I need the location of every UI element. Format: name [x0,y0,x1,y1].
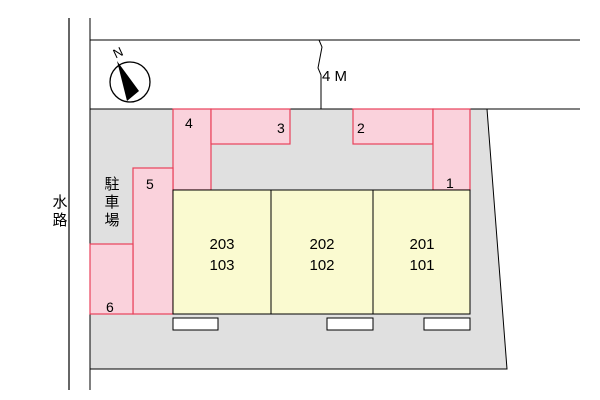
unit-block-203-103 [172,189,272,315]
parking-number-6: 6 [106,299,114,315]
parking-space-4 [172,108,212,191]
unit-number-103: 103 [209,257,234,274]
waterway-label: 水路 [52,193,68,229]
unit-block-202-102 [270,189,374,315]
entrance-step-103 [172,317,219,331]
parking-space-1 [432,108,471,191]
parking-number-5: 5 [146,176,154,192]
parking-space-2 [352,108,434,145]
entrance-step-101 [423,317,471,331]
road-width-dimension [317,39,323,109]
unit-number-202: 202 [309,236,334,253]
parking-number-2: 2 [357,120,365,136]
parking-number-3: 3 [277,120,285,136]
compass-north-label: N [111,44,126,62]
parking-number-4: 4 [185,115,193,131]
entrance-step-102 [326,317,374,331]
parking-space-3 [210,108,291,145]
parking-space-6 [89,243,134,315]
parking-area-label: 駐車場 [104,175,120,229]
north-arrow-icon: N [109,44,151,103]
parking-number-1: 1 [446,175,454,191]
unit-number-203: 203 [209,236,234,253]
unit-block-201-101 [372,189,471,315]
unit-number-102: 102 [309,257,334,274]
road-width-label: 4 M [322,68,347,85]
unit-number-201: 201 [409,236,434,253]
unit-number-101: 101 [409,257,434,274]
